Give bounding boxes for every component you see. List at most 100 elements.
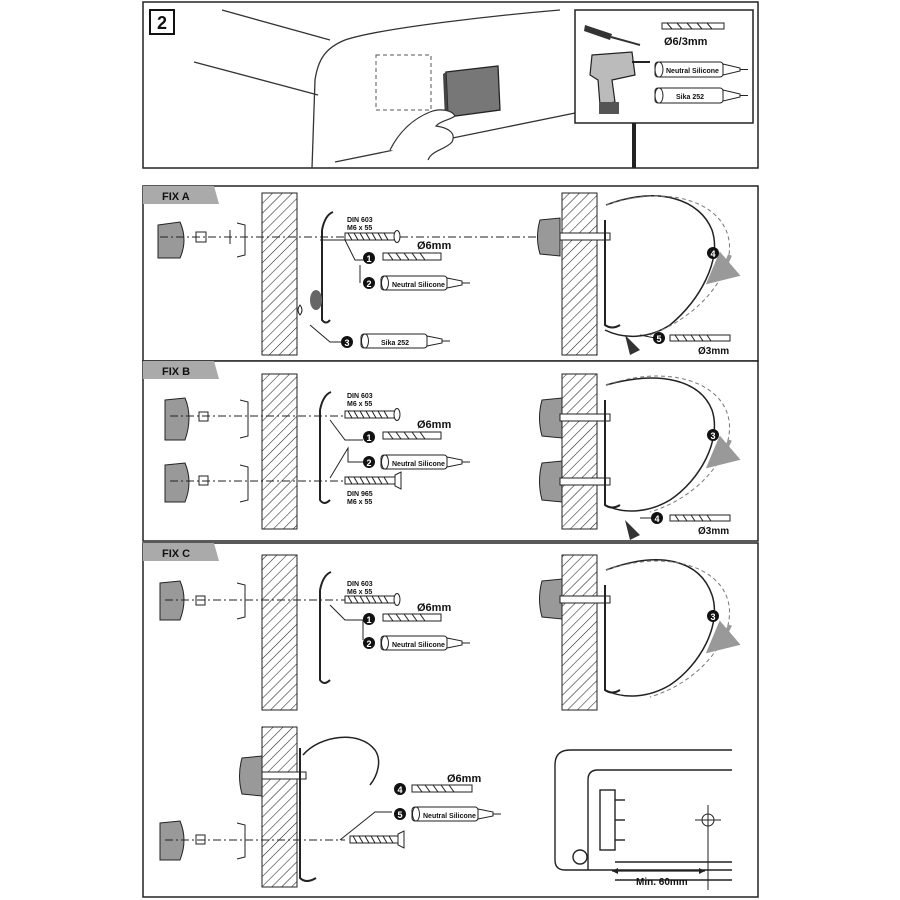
fix-a-tab-label: FIX A: [162, 191, 190, 203]
fix-b-tab: [143, 361, 219, 379]
fix-c-panel: FIX C DIN 603 M6 x 55 Ø6mm 1 2 Neutra: [142, 542, 759, 898]
awning-front-view: [554, 749, 732, 881]
fix-a-drill-size: Ø6mm: [417, 240, 451, 252]
step-3-number: 3: [710, 431, 715, 441]
step-1-number: 1: [366, 433, 371, 443]
screw-icon: [344, 471, 402, 490]
fix-b-drill-size: Ø6mm: [417, 419, 451, 431]
wall-section: [561, 373, 598, 530]
step-2-number: 2: [366, 279, 371, 289]
fix-b-panel: FIX B DIN 603 M6 x 55 Ø6mm 1 2: [142, 360, 759, 542]
drill-bit-icon: [411, 784, 473, 793]
rail-profile: [299, 748, 317, 882]
fix-a-panel: FIX A DIN 603 M6 x 55 Ø6mm 1: [142, 185, 759, 362]
step-3-number: 3: [710, 612, 715, 622]
fix-b-small-drill: Ø3mm: [698, 526, 729, 537]
rail-profile: [321, 211, 334, 324]
sealant-blob: [310, 290, 322, 310]
crosshair-icon: [695, 805, 721, 890]
step-4-marker: [651, 512, 663, 524]
fix-a-small-drill: Ø3mm: [698, 346, 729, 357]
fix-c-drill-size-2: Ø6mm: [447, 773, 481, 785]
screw-icon: [349, 830, 405, 849]
fix-c-silicone-label-2: Neutral Silicone: [423, 813, 476, 820]
hand-illustration: [389, 109, 456, 161]
step-number-box: [149, 9, 175, 35]
step-4-marker: [707, 247, 719, 259]
wall-section: [261, 554, 298, 711]
vehicle-outline: [193, 9, 581, 169]
end-cap-icon: [164, 462, 190, 503]
silicone-tube-icon: [380, 454, 470, 470]
fix-a-sika-label: Sika 252: [381, 340, 409, 347]
wall-section: [561, 192, 598, 356]
end-cap-icon: [157, 221, 185, 259]
screw-icon: [625, 520, 640, 540]
screw-icon: [625, 335, 640, 355]
step-number: 2: [157, 13, 167, 33]
awning-profile: [302, 736, 380, 786]
drill-bit-icon: [382, 431, 442, 440]
tools-box: Ø6/3mm Neutral Silicone Sika 252: [574, 9, 754, 168]
step-3-marker: [707, 610, 719, 622]
fix-b-screw-label-2: M6 x 55: [347, 401, 372, 408]
drill-bit-icon: [669, 334, 731, 342]
fix-c-drill-size: Ø6mm: [417, 602, 451, 614]
fix-c-screw-label-1: DIN 603: [347, 581, 373, 588]
drill-bit-icon: [382, 252, 442, 261]
step-3-marker: [707, 429, 719, 441]
step-5-number: 5: [656, 334, 661, 344]
rotate-arrow-icon: [705, 435, 741, 469]
wall-section: [561, 554, 598, 711]
fix-a-silicone-label: Neutral Silicone: [392, 282, 445, 289]
step-5-marker: [394, 808, 406, 820]
step-5-number: 5: [397, 810, 402, 820]
silicone-tube-icon: [380, 275, 470, 291]
step-2-number: 2: [366, 639, 371, 649]
step-1-marker: [363, 613, 375, 625]
fix-b-tab-label: FIX B: [162, 366, 190, 378]
power-drill-icon: [589, 51, 650, 114]
step-4-number: 4: [710, 249, 715, 259]
fix-c-screw-label-2: M6 x 55: [347, 589, 372, 596]
screw-icon: [344, 230, 401, 243]
end-cap-icon: [537, 217, 561, 257]
rail-profile: [319, 571, 332, 684]
drill-bit-icon: [382, 613, 442, 622]
drill-bit-icon: [669, 514, 731, 522]
end-cap-icon: [539, 397, 563, 439]
step-3-marker: [341, 336, 353, 348]
fix-b-screw2-label-1: DIN 965: [347, 491, 373, 498]
fix-c-tab-label: FIX C: [162, 548, 190, 560]
mounting-template-outline: [375, 54, 432, 111]
fix-c-silicone-label: Neutral Silicone: [392, 642, 445, 649]
tools-drill-size: Ø6/3mm: [664, 36, 708, 48]
step-1-number: 1: [366, 615, 371, 625]
wall-section: [261, 192, 298, 356]
screw-icon: [344, 408, 401, 421]
silicone-tube-icon: [380, 635, 470, 651]
end-cap-icon: [164, 397, 190, 441]
fix-a-screw-label-1: DIN 603: [347, 217, 373, 224]
fix-c-tab: [143, 543, 219, 561]
step-2-marker: [363, 637, 375, 649]
step-2-panel: 2: [142, 1, 759, 169]
sika-tube-icon: [360, 333, 450, 349]
step-2-number: 2: [366, 458, 371, 468]
rotate-arrow-icon: [705, 620, 741, 654]
step-4-number: 4: [654, 514, 659, 524]
step-2-marker: [363, 456, 375, 468]
fix-a-tab: [143, 186, 219, 204]
step-1-marker: [363, 252, 375, 264]
tools-tube-2-label: Sika 252: [676, 94, 704, 101]
fix-c-min-distance: Min. 60mm: [636, 877, 688, 888]
rotate-arrow-icon: [705, 251, 741, 285]
wall-section: [261, 373, 298, 530]
step-1-number: 1: [366, 254, 371, 264]
fix-b-silicone-label: Neutral Silicone: [392, 461, 445, 468]
screwdriver-icon: [584, 25, 641, 46]
step-5-marker: [653, 332, 665, 344]
wall-bracket: [443, 65, 501, 119]
end-cap-icon: [539, 578, 563, 620]
